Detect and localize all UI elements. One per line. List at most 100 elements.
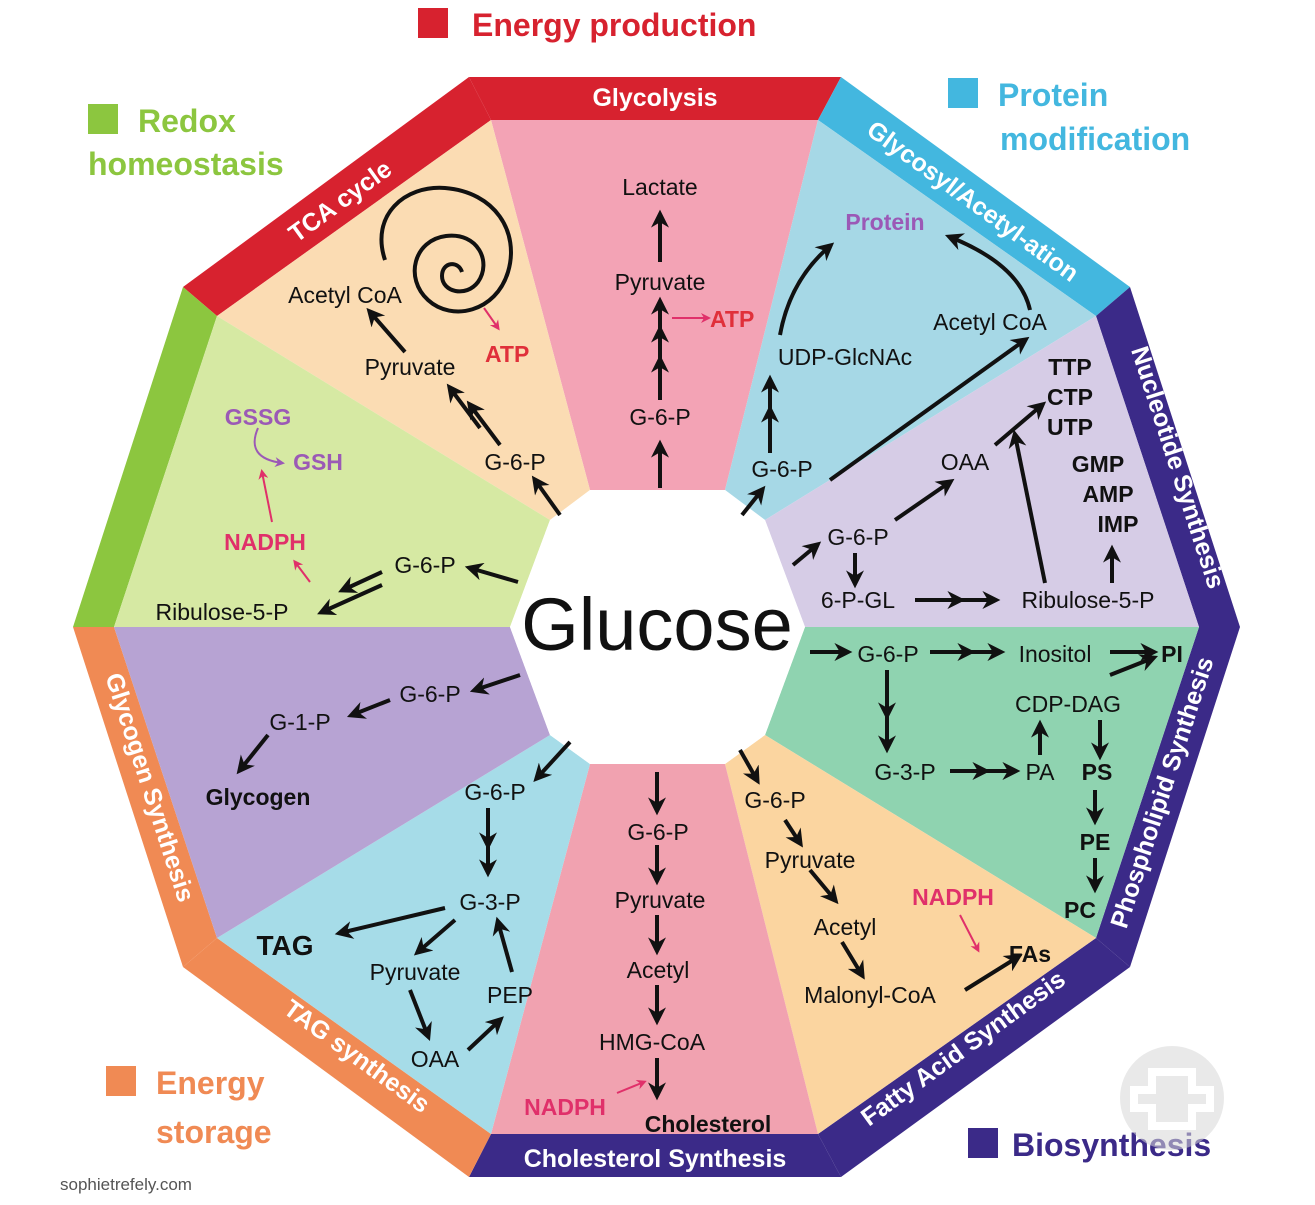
label-acetyl: Acetyl bbox=[814, 914, 877, 940]
label-amp: AMP bbox=[1082, 481, 1133, 507]
legend-energy-production: Energy production bbox=[472, 7, 756, 43]
label-acetylcoa: Acetyl CoA bbox=[288, 282, 402, 308]
label-udp: UDP-GlcNAc bbox=[778, 344, 912, 370]
wedge-tca bbox=[217, 120, 590, 520]
label-malonyl: Malonyl-CoA bbox=[804, 982, 936, 1008]
label-tag: TAG bbox=[256, 930, 313, 961]
thin-arrows bbox=[253, 307, 980, 1094]
label-lactate: Lactate bbox=[622, 174, 697, 200]
label-g6p: G-6-P bbox=[464, 779, 525, 805]
label-pe: PE bbox=[1080, 829, 1111, 855]
arrow bbox=[492, 916, 514, 973]
legend-protein-mod-line2: modification bbox=[1000, 121, 1190, 157]
arrow bbox=[783, 818, 803, 848]
labels-glycolysis: Lactate Pyruvate ATP G-6-P bbox=[615, 174, 755, 430]
arrow bbox=[791, 541, 822, 567]
credit: sophietrefely.com bbox=[60, 1175, 192, 1194]
legend-energy-storage-line2: storage bbox=[156, 1114, 272, 1150]
wedge-phospholipid bbox=[765, 627, 1199, 938]
tca-spiral-icon bbox=[379, 185, 513, 314]
legend-redox-line1: Redox bbox=[138, 103, 236, 139]
arrow bbox=[533, 740, 572, 782]
arrow bbox=[828, 336, 1030, 482]
label-pyruvate: Pyruvate bbox=[765, 847, 856, 873]
label-acetylcoa: Acetyl CoA bbox=[933, 309, 1047, 335]
arrow bbox=[334, 906, 446, 939]
label-g6p: G-6-P bbox=[857, 641, 918, 667]
label-protein: Protein bbox=[845, 209, 924, 235]
arrow-nadph-cholesterol bbox=[616, 1080, 647, 1094]
arrow bbox=[446, 383, 482, 430]
label-g3p: G-3-P bbox=[874, 759, 935, 785]
arrow bbox=[469, 673, 521, 695]
arrow bbox=[778, 242, 835, 336]
arrow-atp-tca bbox=[483, 307, 500, 331]
label-6pgl: 6-P-GL bbox=[821, 587, 895, 613]
labels-tag: G-6-P G-3-P TAG Pyruvate PEP OAA bbox=[256, 779, 533, 1072]
label-hmg: HMG-CoA bbox=[599, 1029, 706, 1055]
label-ctp: CTP bbox=[1047, 384, 1093, 410]
band-glycolysis bbox=[469, 77, 841, 120]
legend-swatch-energy-production bbox=[418, 8, 448, 38]
label-g6p: G-6-P bbox=[629, 404, 690, 430]
arrow-nadph-glutathione bbox=[258, 469, 273, 523]
arrow bbox=[808, 868, 839, 905]
pathway-cholesterol: Cholesterol Synthesis bbox=[524, 1145, 787, 1173]
label-ribulose: Ribulose-5-P bbox=[156, 599, 289, 625]
arrow bbox=[963, 954, 1023, 992]
arrow bbox=[993, 401, 1047, 447]
arrow bbox=[346, 698, 391, 719]
labels-glycogen: G-6-P G-1-P Glycogen bbox=[206, 681, 461, 810]
label-cholesterol: Cholesterol bbox=[645, 1111, 772, 1137]
wedge-fatty-acid bbox=[725, 735, 1096, 1134]
label-acetyl: Acetyl bbox=[627, 957, 690, 983]
band-fatty-acid bbox=[818, 938, 1130, 1177]
center-decagon bbox=[510, 490, 805, 764]
legend-swatch-protein-mod bbox=[948, 78, 978, 108]
arrow bbox=[840, 940, 865, 980]
zoom-icon[interactable] bbox=[1120, 1046, 1224, 1150]
label-nadph: NADPH bbox=[224, 529, 306, 555]
band-cholesterol bbox=[469, 1134, 841, 1177]
label-pep: PEP bbox=[487, 982, 533, 1008]
label-pyruvate: Pyruvate bbox=[365, 354, 456, 380]
band-glycogen bbox=[73, 627, 217, 967]
label-g6p: G-6-P bbox=[751, 456, 812, 482]
legend: Energy production Redox homeostasis Prot… bbox=[88, 7, 1211, 1163]
center-label: Glucose bbox=[521, 583, 792, 666]
arrow-nadph-ribulose bbox=[293, 559, 311, 583]
band-tca bbox=[183, 77, 491, 316]
wedge-glutathione bbox=[114, 316, 550, 627]
arrow bbox=[236, 733, 270, 775]
arrow bbox=[1008, 429, 1047, 584]
label-g6p: G-6-P bbox=[744, 787, 805, 813]
label-atp: ATP bbox=[485, 341, 529, 367]
label-gsh: GSH bbox=[293, 449, 343, 475]
arrows bbox=[236, 209, 1159, 1101]
label-cdpdag: CDP-DAG bbox=[1015, 691, 1121, 717]
arrow-nadph-fas bbox=[959, 914, 980, 953]
label-ps: PS bbox=[1082, 759, 1113, 785]
label-g1p: G-1-P bbox=[269, 709, 330, 735]
label-g6p: G-6-P bbox=[399, 681, 460, 707]
wedge-glycosylation bbox=[725, 120, 1096, 520]
label-ribulose: Ribulose-5-P bbox=[1022, 587, 1155, 613]
arrow-gssg-gsh bbox=[253, 427, 285, 468]
label-nadph: NADPH bbox=[524, 1094, 606, 1120]
labels-glycosylation: Protein Acetyl CoA UDP-GlcNAc G-6-P bbox=[751, 209, 1047, 482]
label-pa: PA bbox=[1026, 759, 1056, 785]
arrow bbox=[464, 562, 519, 584]
label-atp: ATP bbox=[710, 306, 754, 332]
labels-phospholipid: G-6-P Inositol PI CDP-DAG G-3-P PA PS PE… bbox=[857, 641, 1183, 923]
arrow bbox=[413, 918, 457, 956]
arrow bbox=[466, 400, 502, 447]
wedge-nucleotide bbox=[765, 316, 1199, 627]
labels-cholesterol: G-6-P Pyruvate Acetyl HMG-CoA NADPH Chol… bbox=[524, 819, 771, 1137]
arrow bbox=[740, 485, 766, 517]
label-pc: PC bbox=[1064, 897, 1096, 923]
arrow bbox=[338, 570, 383, 593]
label-g6p: G-6-P bbox=[627, 819, 688, 845]
legend-protein-mod-line1: Protein bbox=[998, 77, 1108, 113]
label-pyruvate: Pyruvate bbox=[615, 887, 706, 913]
label-pyruvate: Pyruvate bbox=[370, 959, 461, 985]
